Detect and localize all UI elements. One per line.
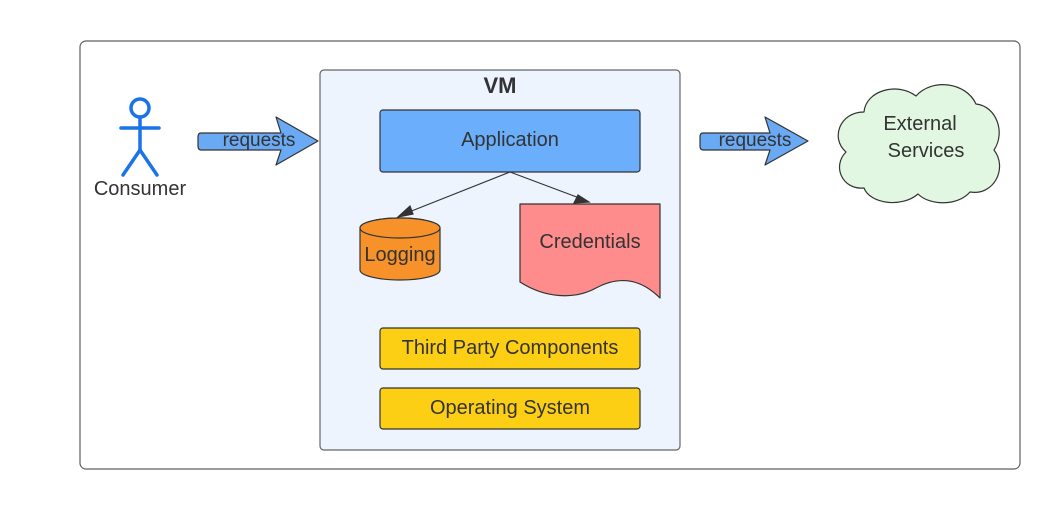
application-connectors: [396, 171, 591, 219]
application-box: Application: [379, 109, 641, 173]
outbound-requests-label: requests: [719, 130, 792, 151]
credentials-label: Credentials: [539, 231, 640, 253]
consumer-actor: Consumer: [94, 97, 187, 200]
outbound-requests-arrow: requests: [699, 116, 809, 166]
third-party-components-box: Third Party Components: [379, 327, 641, 370]
stick-figure-icon: [119, 97, 161, 177]
logging-database: Logging: [359, 217, 441, 281]
operating-system-box: Operating System: [379, 387, 641, 430]
application-label: Application: [461, 129, 559, 151]
logging-label: Logging: [364, 244, 435, 266]
external-services-line2: Services: [888, 140, 965, 162]
cloud-icon: [837, 84, 1000, 204]
external-services-line1: External: [883, 113, 956, 135]
vm-title: VM: [484, 73, 517, 98]
inbound-requests-arrow: requests: [197, 116, 319, 166]
consumer-label: Consumer: [94, 178, 187, 200]
third-party-label: Third Party Components: [402, 337, 619, 359]
external-services-cloud: External Services: [837, 84, 1000, 204]
operating-system-label: Operating System: [430, 397, 590, 419]
inbound-requests-label: requests: [223, 130, 296, 151]
credentials-document: Credentials: [519, 203, 661, 299]
